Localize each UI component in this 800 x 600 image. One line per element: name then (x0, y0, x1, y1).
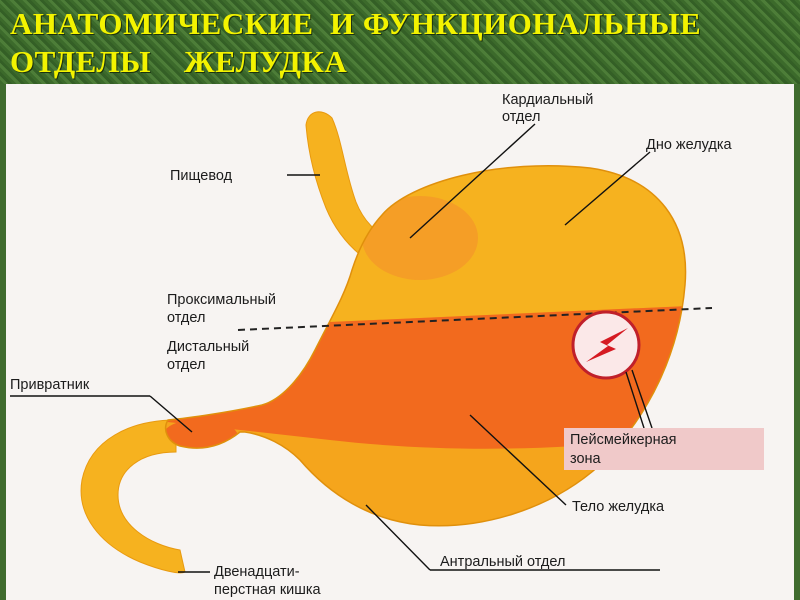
label-duodenum-line2: перстная кишка (214, 582, 322, 598)
cardiac-leader (409, 123, 536, 239)
label-fundus: Дно желудка (646, 137, 733, 153)
label-proximal-line1: Проксимальный (167, 292, 276, 308)
cardiac-zone (362, 196, 478, 280)
pacemaker-leader-1 (625, 371, 645, 429)
label-distal-line2: отдел (167, 357, 205, 373)
lightning-bolt-icon (586, 328, 628, 362)
label-cardiac-line1: Кардиальный (502, 92, 593, 108)
label-duodenum-line1: Двенадцати- (214, 564, 300, 580)
body-leader (469, 414, 567, 506)
pacemaker-label-box (564, 428, 764, 470)
title-banner: АНАТОМИЧЕСКИЕ И ФУНКЦИОНАЛЬНЫЕ ОТДЕЛЫ ЖЕ… (0, 0, 800, 84)
stomach-outline (164, 165, 687, 527)
fundus-leader (564, 151, 651, 226)
label-pylorus: Привратник (10, 377, 90, 393)
label-body: Тело желудка (572, 499, 665, 515)
pacemaker-leader-2 (631, 369, 653, 429)
label-antrum: Антральный отдел (440, 554, 565, 570)
label-pacemaker-line1: Пейсмейкерная (570, 432, 677, 448)
label-proximal-line2: отдел (167, 310, 205, 326)
title-line-2: ОТДЕЛЫ ЖЕЛУДКА (10, 44, 348, 79)
title-line-1: АНАТОМИЧЕСКИЕ И ФУНКЦИОНАЛЬНЫЕ (10, 6, 702, 41)
label-cardiac-line2: отдел (502, 109, 540, 125)
antrum-leader-a (365, 504, 431, 571)
pylorus-leader (149, 395, 193, 433)
duodenum-shape (80, 419, 186, 574)
label-pacemaker-line2: зона (570, 451, 602, 467)
label-distal-line1: Дистальный (167, 339, 249, 355)
label-esophagus: Пищевод (170, 168, 233, 184)
